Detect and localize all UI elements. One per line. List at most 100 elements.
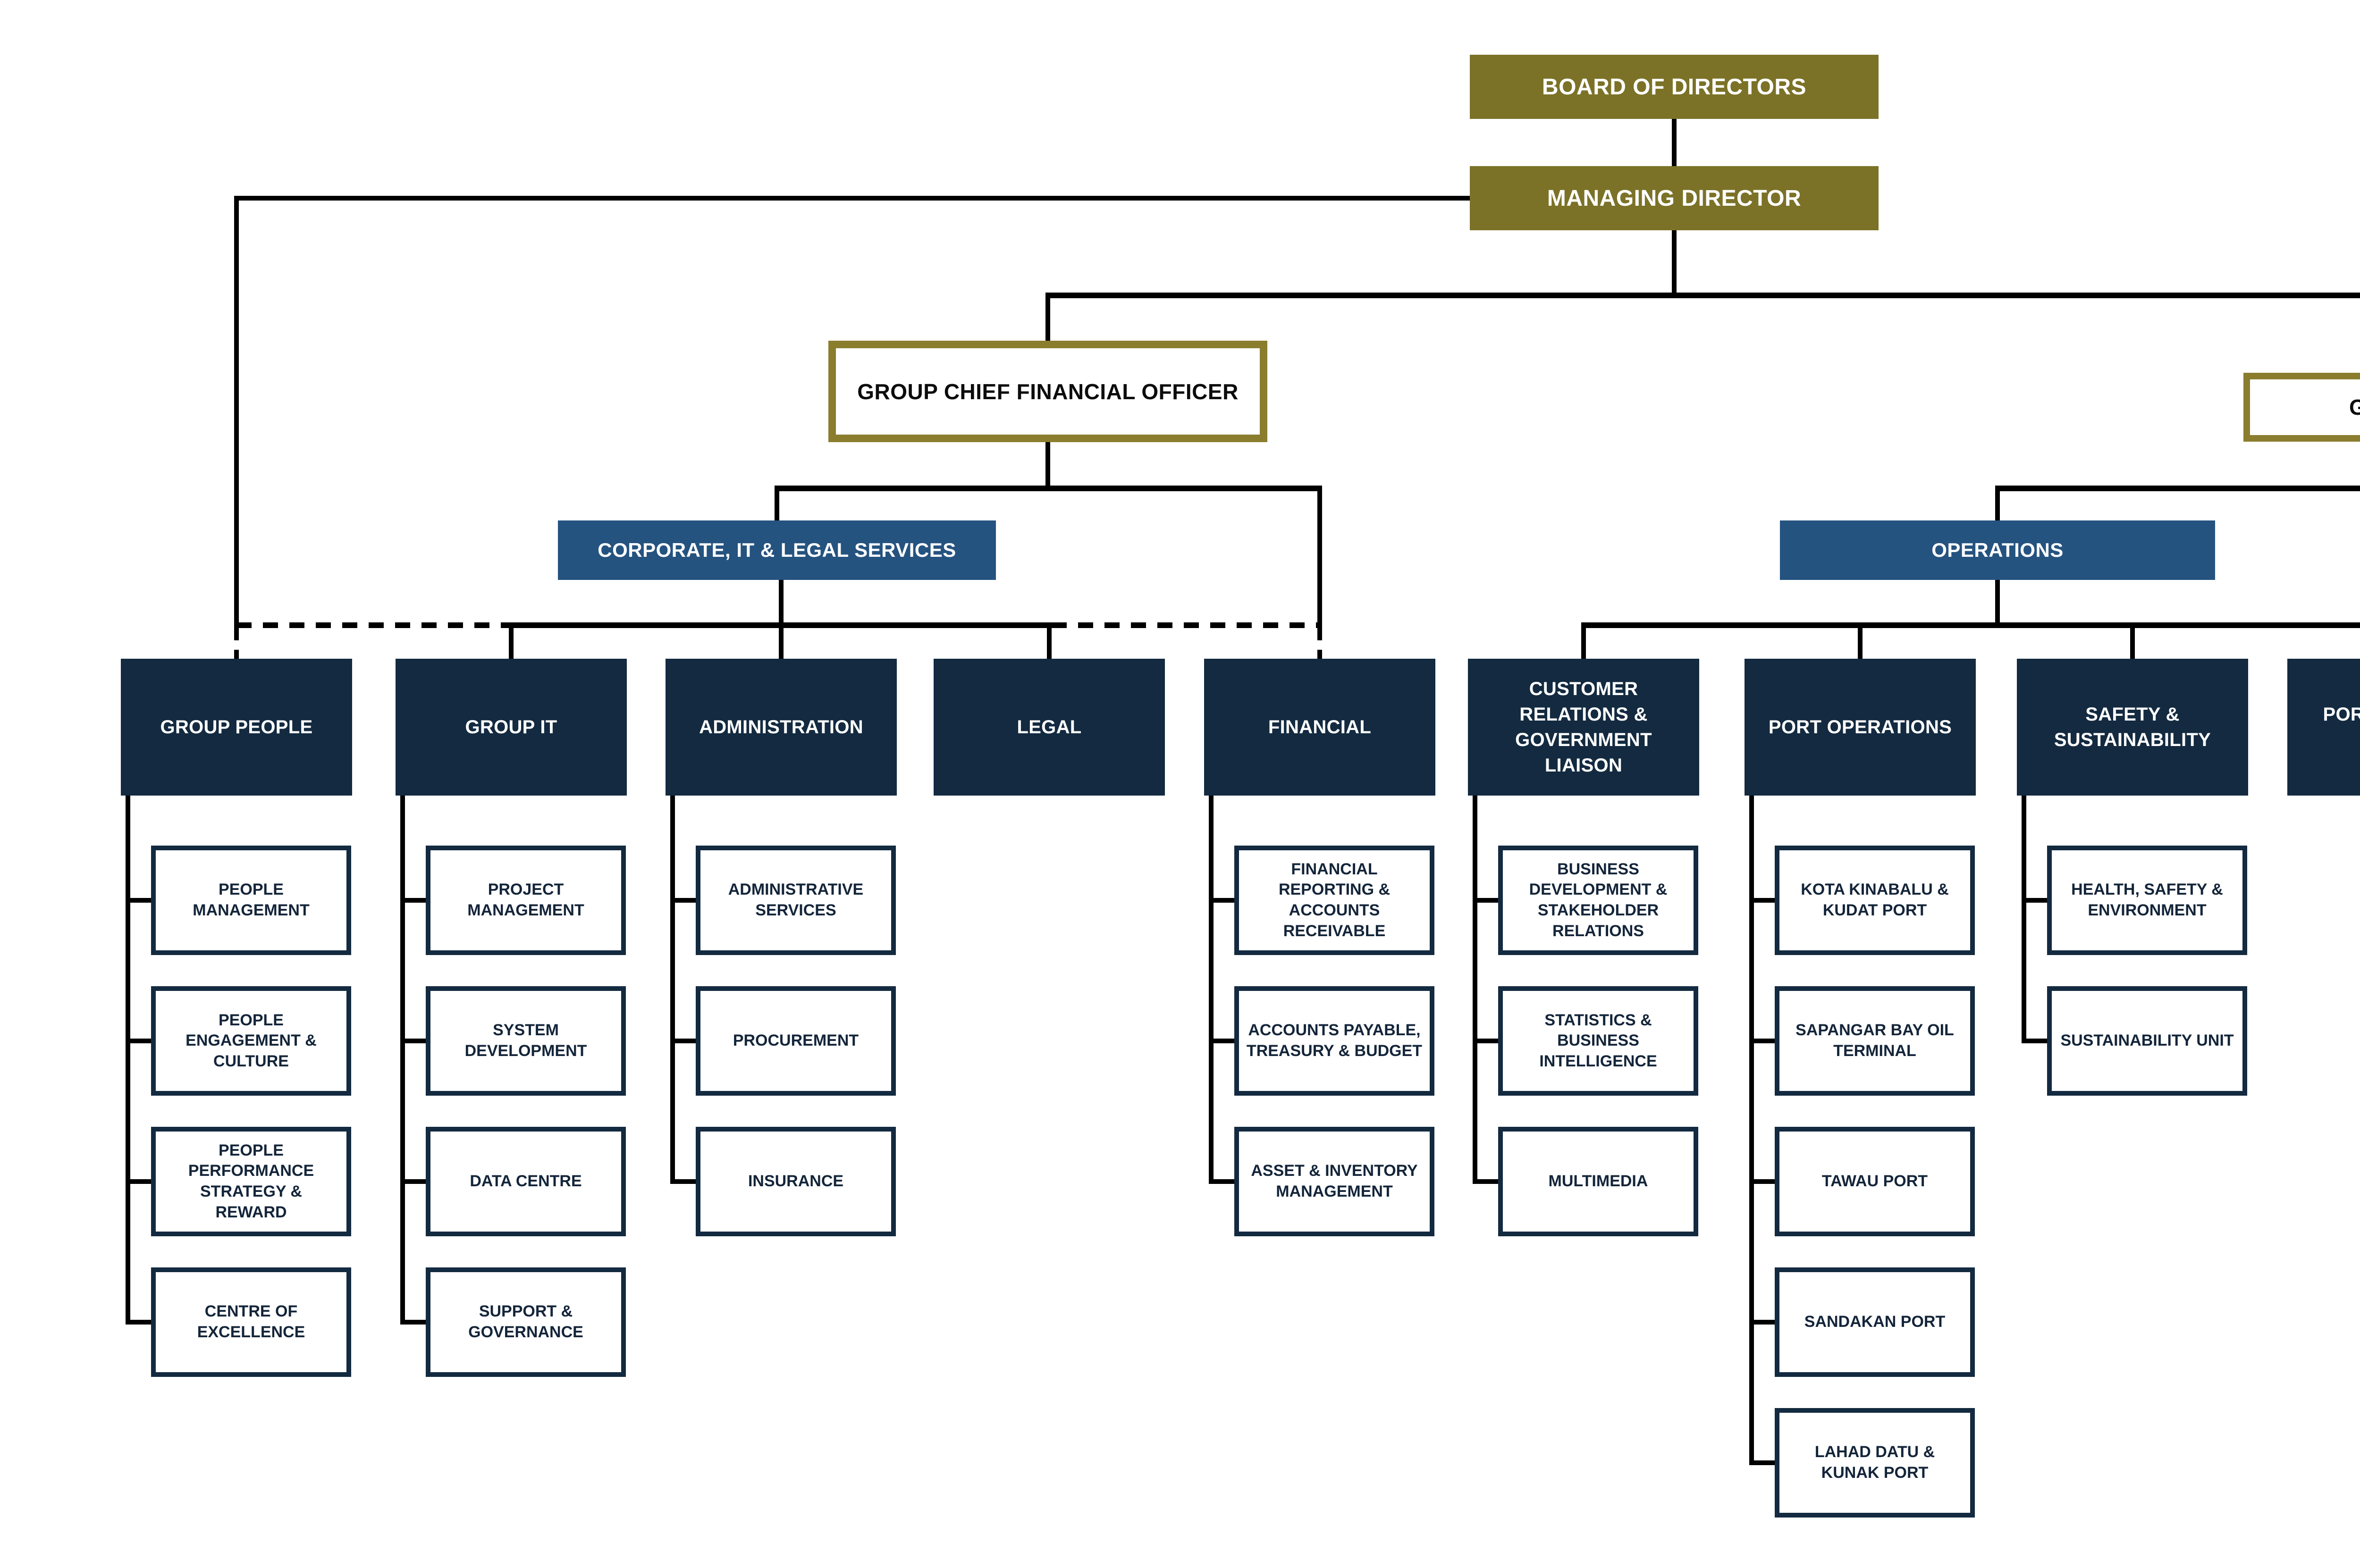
stub-port-operations-2 <box>1749 1039 1775 1043</box>
unit-sandakan-port-label: SANDAKAN PORT <box>1804 1313 1946 1331</box>
dept-financial-label: FINANCIAL <box>1268 717 1372 738</box>
gcfo-label: GROUP CHIEF FINANCIAL OFFICER <box>857 379 1239 404</box>
connector-md-left-down <box>234 196 239 628</box>
unit-health-safety-environment-label: HEALTH, SAFETY & ENVIRONMENT <box>2071 880 2223 919</box>
unit-asset-inventory-management: ASSET & INVENTORY MANAGEMENT <box>1234 1127 1434 1236</box>
unit-lahad-datu-kunak-port-label: LAHAD DATU & KUNAK PORT <box>1814 1443 1935 1482</box>
unit-health-safety-environment: HEALTH, SAFETY & ENVIRONMENT <box>2047 846 2247 955</box>
unit-administrative-services: ADMINISTRATIVE SERVICES <box>696 846 896 955</box>
unit-kota-kinabalu-kudat-port-label: KOTA KINABALU & KUDAT PORT <box>1801 880 1949 919</box>
unit-sustainability-unit-label: SUSTAINABILITY UNIT <box>2060 1031 2234 1050</box>
connector-board-md <box>1672 119 1677 166</box>
board-of-directors-node: BOARD OF DIRECTORS <box>1470 55 1879 119</box>
unit-statistics-business-intelligence-label: STATISTICS & BUSINESS INTELLIGENCE <box>1539 1011 1657 1070</box>
unit-ap-treasury-budget: ACCOUNTS PAYABLE, TREASURY & BUDGET <box>1234 986 1434 1096</box>
unit-data-centre-label: DATA CENTRE <box>470 1172 582 1191</box>
connector-to-gcfo <box>1045 298 1050 341</box>
dept-safety-sustainability-label: SAFETY & SUSTAINABILITY <box>2054 704 2211 750</box>
connector-financial-drop <box>1317 491 1322 628</box>
connector-bus-corporate-dash-right <box>1052 622 1317 628</box>
stub-group-people-1 <box>126 898 151 903</box>
stub-financial-1 <box>1209 898 1234 903</box>
connector-safety-drop <box>2130 628 2135 659</box>
stub-safety-sustainability-2 <box>2022 1039 2047 1043</box>
unit-multimedia-label: MULTIMEDIA <box>1548 1172 1648 1191</box>
stub-customer-relations-3 <box>1473 1179 1498 1184</box>
dept-safety-sustainability: SAFETY & SUSTAINABILITY <box>2017 659 2248 796</box>
dept-port-operations: PORT OPERATIONS <box>1745 659 1976 796</box>
dept-group-it: GROUP IT <box>396 659 627 796</box>
connector-to-corporate <box>775 491 779 520</box>
unit-ap-treasury-budget-label: ACCOUNTS PAYABLE, TREASURY & BUDGET <box>1246 1021 1423 1060</box>
connector-legal-drop <box>1047 628 1052 659</box>
unit-sandakan-port: SANDAKAN PORT <box>1775 1267 1975 1377</box>
stub-customer-relations-1 <box>1473 898 1498 903</box>
unit-lahad-datu-kunak-port: LAHAD DATU & KUNAK PORT <box>1775 1408 1975 1518</box>
unit-people-performance-strategy-reward-label: PEOPLE PERFORMANCE STRATEGY & REWARD <box>188 1141 314 1221</box>
division-corporate-it-legal-label: CORPORATE, IT & LEGAL SERVICES <box>598 539 956 561</box>
dept-port-auxiliary-police: PORT AUXILIARY POLICE <box>2287 659 2360 796</box>
connector-bus-corporate-dash-left <box>236 622 509 628</box>
division-corporate-it-legal: CORPORATE, IT & LEGAL SERVICES <box>558 520 996 580</box>
dept-customer-relations-label: CUSTOMER RELATIONS & GOVERNMENT LIAISON <box>1515 679 1652 776</box>
connector-bus-operations <box>1581 622 2360 628</box>
connector-operations-down <box>1995 580 2000 628</box>
unit-people-management-label: PEOPLE MANAGEMENT <box>193 880 310 919</box>
stub-group-people-2 <box>126 1039 151 1043</box>
unit-people-management: PEOPLE MANAGEMENT <box>151 846 351 955</box>
connector-gm-split <box>1995 486 2360 491</box>
stub-administration-1 <box>670 898 696 903</box>
unit-tawau-port-label: TAWAU PORT <box>1821 1172 1928 1191</box>
dept-port-operations-label: PORT OPERATIONS <box>1768 717 1952 738</box>
connector-to-operations <box>1995 491 2000 520</box>
dept-financial: FINANCIAL <box>1204 659 1435 796</box>
stub-group-it-1 <box>400 898 426 903</box>
stub-port-operations-4 <box>1749 1320 1775 1325</box>
ladder-group-it <box>400 796 405 1325</box>
stub-group-it-3 <box>400 1179 426 1184</box>
board-of-directors-label: BOARD OF DIRECTORS <box>1542 74 1807 100</box>
dept-group-it-label: GROUP IT <box>465 717 557 738</box>
connector-group-people-drop-dashed <box>234 628 239 659</box>
stub-group-it-4 <box>400 1320 426 1325</box>
gcfo-node: GROUP CHIEF FINANCIAL OFFICER <box>828 341 1267 442</box>
ladder-safety-sustainability <box>2022 796 2026 1043</box>
connector-bus-corporate-solid <box>509 622 1052 628</box>
ladder-group-people <box>126 796 130 1325</box>
unit-procurement-label: PROCUREMENT <box>733 1031 859 1050</box>
unit-financial-reporting-ar: FINANCIAL REPORTING & ACCOUNTS RECEIVABL… <box>1234 846 1434 955</box>
stub-safety-sustainability-1 <box>2022 898 2047 903</box>
unit-asset-inventory-management-label: ASSET & INVENTORY MANAGEMENT <box>1251 1162 1418 1200</box>
unit-insurance: INSURANCE <box>696 1127 896 1236</box>
managing-director-label: MANAGING DIRECTOR <box>1547 185 1802 211</box>
ladder-port-operations <box>1749 796 1754 1465</box>
connector-gcfo-down <box>1045 442 1050 491</box>
dept-legal: LEGAL <box>934 659 1165 796</box>
unit-people-engagement-culture-label: PEOPLE ENGAGEMENT & CULTURE <box>185 1011 317 1070</box>
ladder-administration <box>670 796 675 1184</box>
unit-sustainability-unit: SUSTAINABILITY UNIT <box>2047 986 2247 1096</box>
dept-legal-label: LEGAL <box>1017 717 1082 738</box>
unit-centre-of-excellence-label: CENTRE OF EXCELLENCE <box>197 1302 305 1341</box>
general-manager-label: GENERAL MANAGER <box>2349 395 2360 419</box>
stub-administration-3 <box>670 1179 696 1184</box>
unit-tawau-port: TAWAU PORT <box>1775 1127 1975 1236</box>
unit-project-management-label: PROJECT MANAGEMENT <box>467 880 584 919</box>
connector-gcfo-split <box>775 486 1322 491</box>
unit-procurement: PROCUREMENT <box>696 986 896 1096</box>
connector-financial-drop-dashed <box>1317 628 1322 659</box>
stub-administration-2 <box>670 1039 696 1043</box>
dept-administration: ADMINISTRATION <box>666 659 897 796</box>
unit-financial-reporting-ar-label: FINANCIAL REPORTING & ACCOUNTS RECEIVABL… <box>1278 860 1391 940</box>
connector-customer-relations-drop <box>1581 628 1586 659</box>
unit-people-performance-strategy-reward: PEOPLE PERFORMANCE STRATEGY & REWARD <box>151 1127 351 1236</box>
connector-group-it-drop <box>509 628 514 659</box>
stub-group-it-2 <box>400 1039 426 1043</box>
unit-business-development-stakeholder-label: BUSINESS DEVELOPMENT & STAKEHOLDER RELAT… <box>1529 860 1668 940</box>
managing-director-node: MANAGING DIRECTOR <box>1470 166 1879 230</box>
unit-multimedia: MULTIMEDIA <box>1498 1127 1698 1236</box>
connector-md-left <box>234 196 1470 201</box>
unit-sapangar-bay-oil-terminal: SAPANGAR BAY OIL TERMINAL <box>1775 986 1975 1096</box>
unit-people-engagement-culture: PEOPLE ENGAGEMENT & CULTURE <box>151 986 351 1096</box>
